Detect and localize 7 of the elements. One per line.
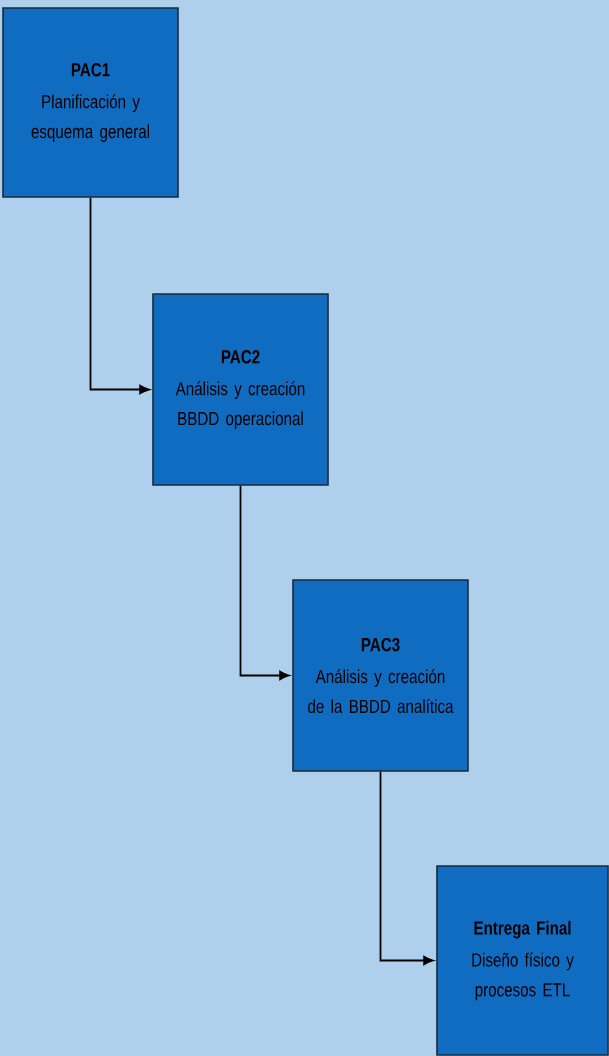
process-box: PAC2 Análisis y creación BBDD operacional xyxy=(152,293,329,486)
arrow xyxy=(89,196,150,395)
process-box: PAC1 Planificación y esquema general xyxy=(2,7,179,198)
process-box: Entrega Final Diseño físico y procesos ETL xyxy=(436,865,609,1056)
process-box: PAC3 Análisis y creación de la BBDD analítica xyxy=(292,579,469,772)
arrow xyxy=(379,770,434,966)
arrow xyxy=(239,484,290,681)
